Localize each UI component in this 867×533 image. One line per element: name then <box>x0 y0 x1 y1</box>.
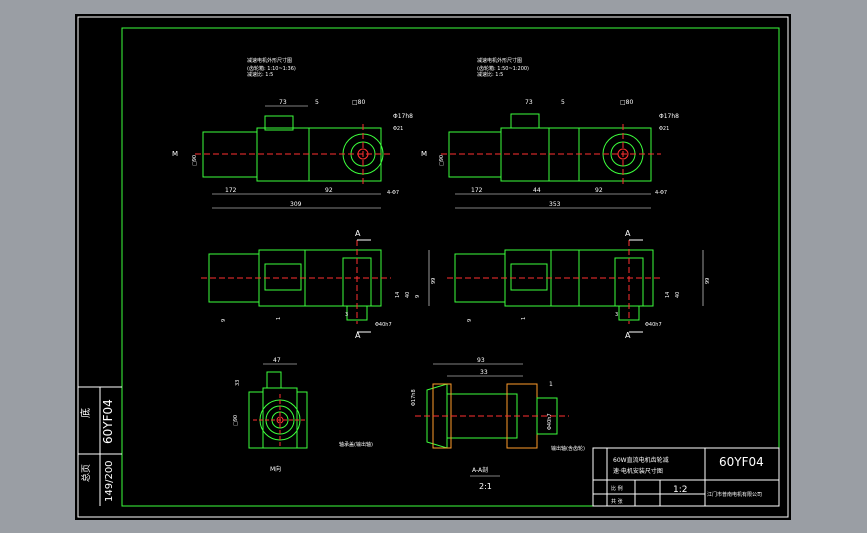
note-tr-1: 减速电机外形尺寸图 <box>477 57 522 64</box>
dim-mr-99: 99 <box>705 278 711 284</box>
section-mark-mr-top: A <box>625 229 631 238</box>
dim-end-47: 47 <box>273 357 281 364</box>
title-desc-1: 60W直流电机齿轮减 <box>613 456 669 464</box>
motor-view-mid-right: A A 9 1 14 40 99 Φ40h7 3 <box>447 229 711 340</box>
section-mark-mr-bottom: A <box>625 331 631 340</box>
motor-view-top-right: 减速电机外形尺寸图 (齿轮箱: 1:50~1:200) 减速比: 1:5 73 … <box>421 57 679 209</box>
dim-ml-phi40: Φ40h7 <box>375 322 392 328</box>
title-company: 江门市普南电机有限公司 <box>707 491 762 498</box>
dim-ml-9: 9 <box>221 319 227 322</box>
side-code: 60YF04 <box>101 399 115 444</box>
motor-view-mid-left: A A 9 1 14 40 9 99 Φ40h7 3 <box>201 229 437 340</box>
dim-tl-309: 309 <box>290 201 302 208</box>
dim-tl-5: 5 <box>315 99 319 106</box>
title-row-small2: 共 张 <box>611 498 623 505</box>
title-block: 60W直流电机齿轮减 速·电机安装尺寸图 60YF04 比 例 共 张 1:2 … <box>592 447 780 507</box>
dim-tr-4: 4-Φ7 <box>655 190 667 196</box>
dim-mr-40: 40 <box>675 292 681 298</box>
motor-end-view: 47 33 □90 M向 <box>233 357 308 473</box>
dim-mr-9: 9 <box>467 319 473 322</box>
dim-tr-5: 5 <box>561 99 565 106</box>
dim-mr-3: 3 <box>615 312 618 318</box>
dim-sec-1: 1 <box>549 381 553 388</box>
dim-end-33: 33 <box>235 380 241 386</box>
dim-tr-353: 353 <box>549 201 561 208</box>
dim-tr-phi: Φ17h8 <box>659 113 679 120</box>
dim-tr-44: 44 <box>533 187 541 194</box>
dim-tr-73: 73 <box>525 99 533 106</box>
dim-ml-9b: 9 <box>415 295 421 298</box>
scale-sec: 2:1 <box>479 482 492 491</box>
side-ratio: 149/200 <box>104 460 115 502</box>
note-tr-2: (齿轮箱: 1:50~1:200) <box>477 65 529 72</box>
dim-tr-box: □80 <box>620 99 633 106</box>
dim-mr-phi40: Φ40h7 <box>645 322 662 328</box>
note-sec-right: 输出轴(含齿轮) <box>551 445 585 452</box>
note-tl-2: (齿轮箱: 1:10~1:36) <box>247 65 296 72</box>
note-tl-3: 减速比: 1:5 <box>247 71 273 78</box>
dim-tl-73: 73 <box>279 99 287 106</box>
mark-tr-m: M <box>421 150 427 158</box>
section-mark-ml-top: A <box>355 229 361 238</box>
dim-tl-92: 92 <box>325 187 333 194</box>
shaft-section-view: 93 33 1 Φ17h8 Φ40h7 轴承盖(输出轴) 输出轴(含齿轮) A-… <box>339 357 585 491</box>
dim-tr-phi2: Φ21 <box>659 126 669 132</box>
caption-end: M向 <box>270 465 281 473</box>
inner-border <box>121 27 780 507</box>
note-tr-3: 减速比: 1:5 <box>477 71 503 78</box>
title-code: 60YF04 <box>719 455 764 469</box>
dim-ml-1: 1 <box>276 317 282 320</box>
dim-sec-33: 33 <box>480 369 488 376</box>
mark-tr-box: □90 <box>439 155 445 166</box>
dim-sec-93: 93 <box>477 357 485 364</box>
dim-mr-1: 1 <box>521 317 527 320</box>
dim-tr-92: 92 <box>595 187 603 194</box>
dim-ml-3: 3 <box>345 312 348 318</box>
mark-tl-box: □90 <box>192 155 198 166</box>
side-label-top: 底 <box>79 408 92 418</box>
section-mark-ml-bottom: A <box>355 331 361 340</box>
cad-drawing: 底 总页 60YF04 149/200 60W直流电机齿轮减 速·电机安装尺寸图… <box>77 16 789 518</box>
dim-tl-172: 172 <box>225 187 237 194</box>
note-tl-1: 减速电机外形尺寸图 <box>247 57 292 64</box>
caption-sec: A-A剖 <box>472 466 488 474</box>
dim-ml-40: 40 <box>405 292 411 298</box>
dim-ml-99: 99 <box>431 278 437 284</box>
motor-view-top-left: 减速电机外形尺寸图 (齿轮箱: 1:10~1:36) 减速比: 1:5 73 5… <box>172 57 413 209</box>
side-label-bottom: 总页 <box>80 464 92 482</box>
title-scale: 1:2 <box>673 485 687 495</box>
drawing-canvas: 底 总页 60YF04 149/200 60W直流电机齿轮减 速·电机安装尺寸图… <box>75 14 791 520</box>
dim-ml-14: 14 <box>395 292 401 298</box>
title-row-small: 比 例 <box>611 485 623 492</box>
title-desc-2: 速·电机安装尺寸图 <box>613 467 663 475</box>
side-panel: 底 总页 60YF04 149/200 <box>78 386 122 506</box>
note-sec-left: 轴承盖(输出轴) <box>339 441 373 448</box>
dim-tr-172: 172 <box>471 187 483 194</box>
dim-tl-4: 4-Φ7 <box>387 190 399 196</box>
dim-end-box: □90 <box>233 415 239 426</box>
mark-tl-m: M <box>172 150 178 158</box>
dim-tl-phi2: Φ21 <box>393 126 403 132</box>
dim-tl-box: □80 <box>352 99 365 106</box>
dim-sec-phi40: Φ40h7 <box>547 413 553 430</box>
dim-tl-phi: Φ17h8 <box>393 113 413 120</box>
dim-sec-phi17: Φ17h8 <box>411 389 417 406</box>
outer-border <box>77 16 789 518</box>
dim-mr-14: 14 <box>665 292 671 298</box>
